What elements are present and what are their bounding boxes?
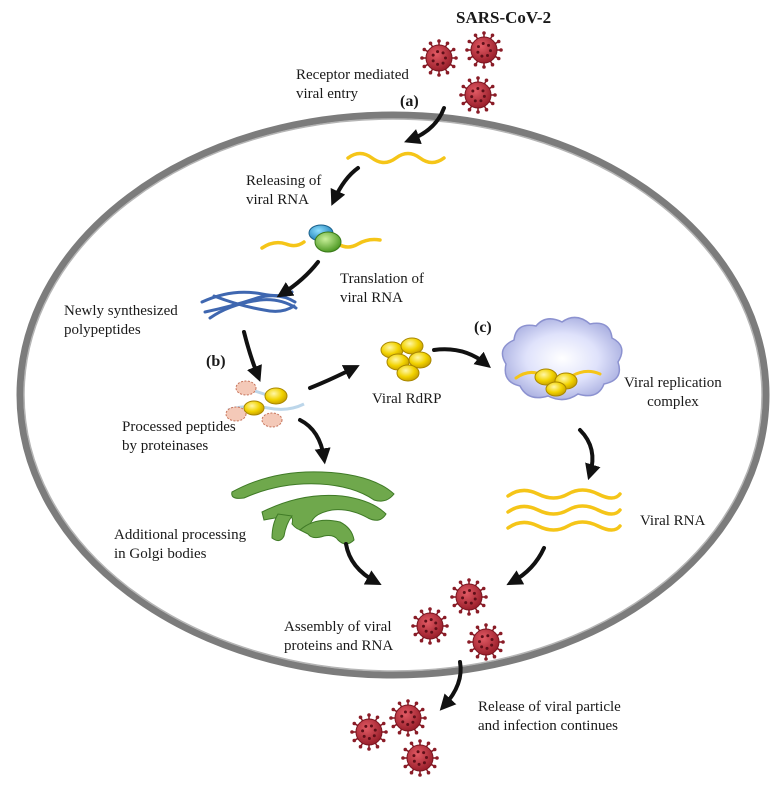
virus-particle-icon	[389, 699, 427, 737]
ribosome-icon	[308, 224, 342, 253]
virus-particle-icon	[411, 607, 449, 645]
viral-rna-strand-icon	[506, 488, 622, 532]
title-sars-cov-2: SARS-CoV-2	[456, 8, 552, 27]
virus-particle-icon	[401, 739, 439, 777]
virus-particle-icon	[467, 623, 505, 661]
marker-a: (a)	[400, 93, 419, 110]
golgi-body-icon	[231, 471, 395, 545]
virus-particle-icon	[459, 76, 497, 114]
virus-particles	[350, 31, 505, 777]
viral-rna-strand-icon	[260, 237, 382, 250]
virus-particle-icon	[420, 39, 458, 77]
virus-particle-icon	[465, 31, 503, 69]
cell-membrane-inner-line	[23, 118, 763, 672]
viral-rna-strand-icon	[346, 151, 446, 165]
label-viral-rna: Viral RNA	[640, 513, 706, 529]
marker-c: (c)	[474, 319, 492, 336]
virus-particle-icon	[450, 578, 488, 616]
replication-complex-icon	[501, 316, 623, 401]
label-viral-rdrp: Viral RdRP	[372, 391, 442, 407]
polypeptide-icon	[200, 290, 298, 320]
curved-arrow-icon	[242, 106, 601, 711]
marker-b: (b)	[206, 353, 226, 370]
processed-peptide-icon	[225, 380, 305, 428]
rdrp-cluster-icon	[380, 337, 432, 382]
cell-membrane	[16, 111, 770, 679]
virus-particle-icon	[350, 713, 388, 751]
